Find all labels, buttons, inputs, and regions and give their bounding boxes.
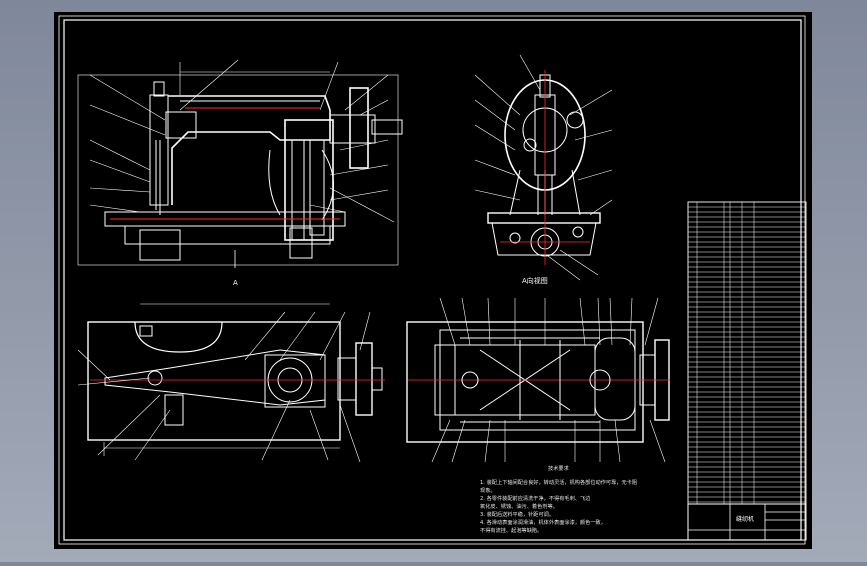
top-view	[87, 303, 385, 456]
note-line: 2. 各零件装配前应清洗干净，不得有毛刺、飞边	[480, 494, 591, 502]
title-block	[687, 503, 807, 541]
side-view-a	[487, 70, 601, 265]
note-line: 4. 各滑动表面涂润滑油，机体外表面涂漆，颜色一致，	[480, 518, 606, 526]
view-caption: A向视图	[522, 276, 548, 285]
drawing-sheet	[54, 12, 812, 549]
outer-frame	[58, 15, 806, 545]
note-line: 现象。	[480, 486, 496, 494]
section-marker: A	[233, 279, 238, 287]
section-view-leaders	[431, 297, 666, 463]
title-block-label: 缝纫机	[736, 515, 754, 523]
notes-heading: 技术要求	[548, 464, 570, 472]
technical-notes: 1. 装配上下轴间配合良好，转动灵活，机构各部位动作可靠，无卡阻 现象。 2. …	[480, 478, 637, 534]
note-line: 1. 装配上下轴间配合良好，转动灵活，机构各部位动作可靠，无卡阻	[480, 478, 637, 486]
front-view-leaders	[89, 59, 395, 223]
inner-frame	[63, 19, 802, 541]
note-line: 氧化皮、锈蚀、油污、着色剂等。	[480, 502, 558, 510]
front-view	[77, 62, 403, 268]
note-line: 3. 装配后送料平稳，针距可调。	[480, 510, 554, 518]
side-view-leaders	[474, 54, 613, 281]
top-view-leaders	[77, 311, 371, 463]
note-line: 不得有流挂、起泡等缺陷。	[480, 526, 542, 534]
parts-list	[687, 201, 807, 505]
